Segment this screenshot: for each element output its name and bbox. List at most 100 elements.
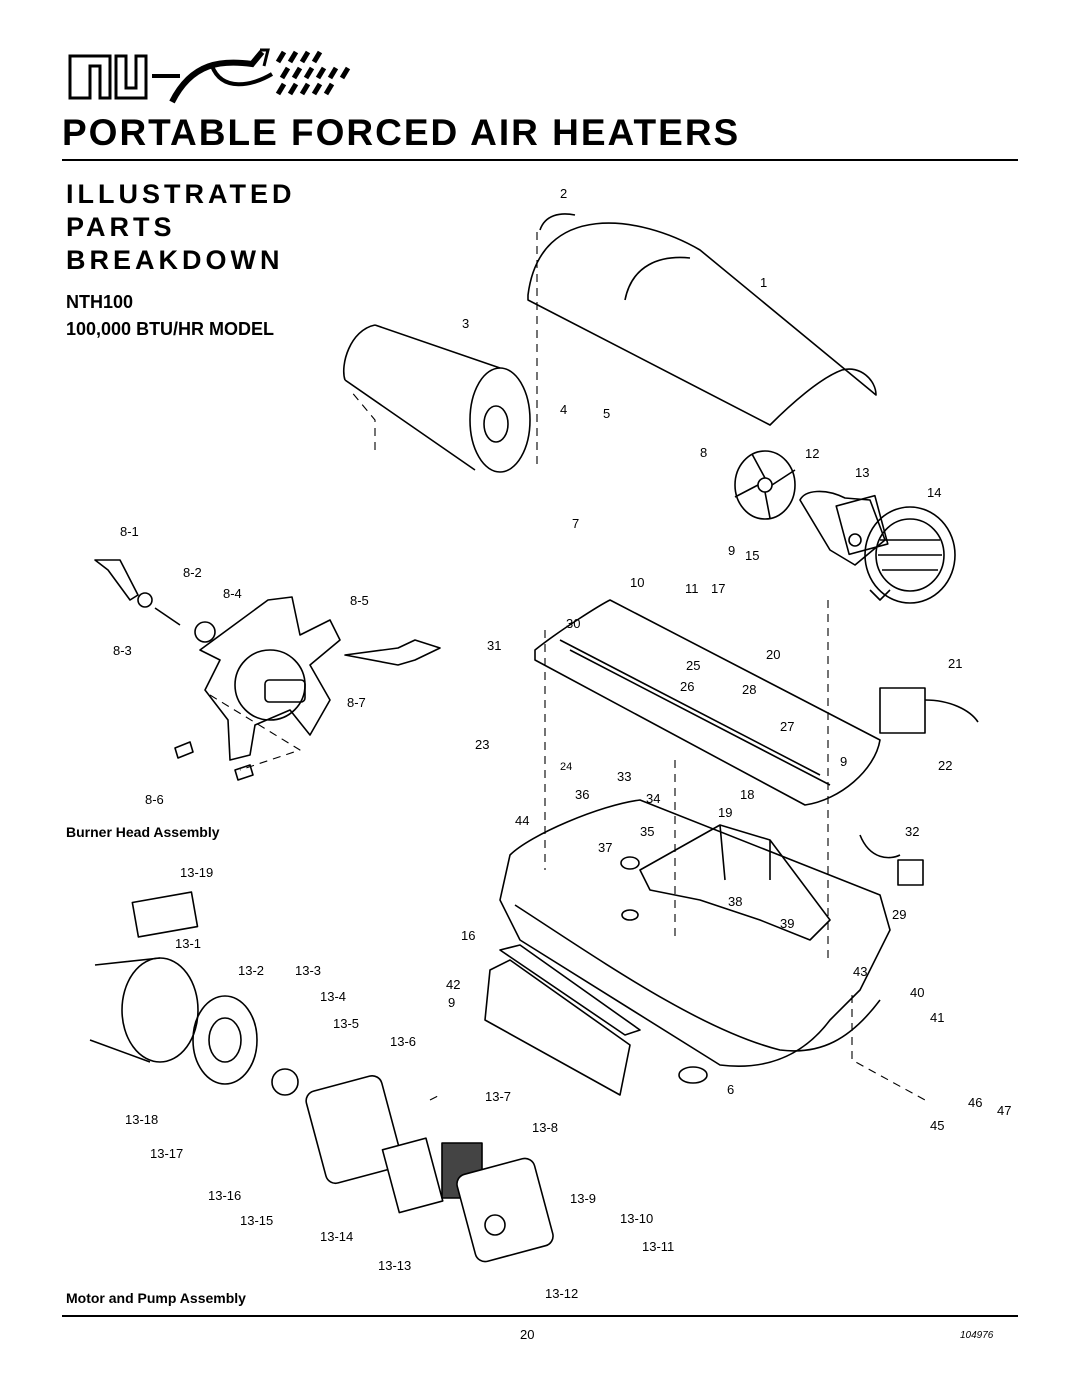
callout-13-8: 13-8 [532,1120,558,1135]
callout-30: 30 [566,616,580,631]
callout-2: 2 [560,186,567,201]
callout-42: 42 [446,977,460,992]
callout-10: 10 [630,575,644,590]
callout-20: 20 [766,647,780,662]
document-number: 104976 [960,1330,994,1341]
lower-shell [534,599,881,806]
callout-18: 18 [740,787,754,802]
callout-9a: 9 [728,543,735,558]
callout-45: 45 [930,1118,944,1133]
callout-13-13: 13-13 [378,1258,411,1273]
model-number: NTH100 [66,292,134,312]
callout-8-6: 8-6 [145,792,164,807]
callout-16: 16 [461,928,475,943]
callout-8: 8 [700,445,707,460]
callout-13-1: 13-1 [175,936,201,951]
callout-28: 28 [742,682,756,697]
motor-body [121,957,199,1063]
nu-air-logo [68,48,351,104]
callout-13-2: 13-2 [238,963,264,978]
burner-head [199,596,341,761]
callout-13-17: 13-17 [150,1146,183,1161]
caption-motor-pump: Motor and Pump Assembly [66,1290,246,1306]
callout-5: 5 [603,406,610,421]
callout-4: 4 [560,402,567,417]
callout-13-10: 13-10 [620,1211,653,1226]
callouts-main: 2 1 3 4 5 8 12 13 14 7 9 15 10 11 17 30 … [446,186,1011,1133]
base-plate [484,959,631,1096]
fan-blade [734,450,796,520]
callout-3: 3 [462,316,469,331]
power-cord [859,834,901,859]
callout-1: 1 [760,275,767,290]
fitting-1 [174,741,194,759]
callout-8-4: 8-4 [223,586,242,601]
drain-plug [678,1066,708,1084]
callout-12: 12 [805,446,819,461]
callout-8-3: 8-3 [113,643,132,658]
caption-burner-head: Burner Head Assembly [66,824,220,840]
callout-8-1: 8-1 [120,524,139,539]
callout-37: 37 [598,840,612,855]
callout-13-14: 13-14 [320,1229,353,1244]
callout-22: 22 [938,758,952,773]
callout-44: 44 [515,813,529,828]
pump-housing [305,1074,403,1185]
control-box [879,687,926,734]
pump-cover [456,1157,554,1263]
callout-38: 38 [728,894,742,909]
burner-nozzle-adapter [94,559,139,601]
section-title-line-1: ILLUSTRATED [66,179,296,209]
callout-32: 32 [905,824,919,839]
callout-46: 46 [968,1095,982,1110]
page-title: PORTABLE FORCED AIR HEATERS [62,112,741,153]
callout-39: 39 [780,916,794,931]
callout-9b: 9 [840,754,847,769]
callout-6: 6 [727,1082,734,1097]
header-rule [62,159,1018,161]
callout-29: 29 [892,907,906,922]
callout-24: 24 [560,761,572,773]
callout-36: 36 [575,787,589,802]
callout-13-12: 13-12 [545,1286,578,1301]
callouts-burner: 8-1 8-2 8-4 8-5 8-3 8-7 8-6 [113,524,369,807]
callout-13: 13 [855,465,869,480]
callout-13-11: 13-11 [642,1239,674,1254]
callout-13-16: 13-16 [208,1188,241,1203]
callout-26: 26 [680,679,694,694]
callout-13-5: 13-5 [333,1016,359,1031]
callout-8-2: 8-2 [183,565,202,580]
combustion-chamber [469,367,531,473]
fan-guard [864,506,956,604]
callout-35: 35 [640,824,654,839]
callout-11: 11 [685,581,699,596]
footer-rule [62,1315,1018,1317]
callout-31: 31 [487,638,501,653]
callout-13-6: 13-6 [390,1034,416,1049]
fuel-cap [620,856,640,870]
callout-23: 23 [475,737,489,752]
callout-17: 17 [711,581,725,596]
section-title-line-3: BREAKDOWN [66,245,284,275]
upper-shell [527,222,877,426]
callout-19: 19 [718,805,732,820]
callout-13-4: 13-4 [320,989,346,1004]
motor-ring [192,995,258,1085]
callout-13-19: 13-19 [180,865,213,880]
model-block: NTH100 100,000 BTU/HR MODEL [66,289,274,343]
fuel-tank [499,799,891,1067]
callout-14: 14 [927,485,941,500]
model-description: 100,000 BTU/HR MODEL [66,319,275,339]
callout-41: 41 [930,1010,944,1025]
fuel-filter [621,909,639,921]
callout-33: 33 [617,769,631,784]
igniter [344,639,441,666]
callout-27: 27 [780,719,794,734]
callout-7: 7 [572,516,579,531]
motor-assembly [799,490,889,566]
section-title-line-2: PARTS [66,212,176,242]
capacitor [131,891,199,938]
callout-25: 25 [686,658,700,673]
callout-15: 15 [745,548,759,563]
rotor [271,1068,299,1096]
